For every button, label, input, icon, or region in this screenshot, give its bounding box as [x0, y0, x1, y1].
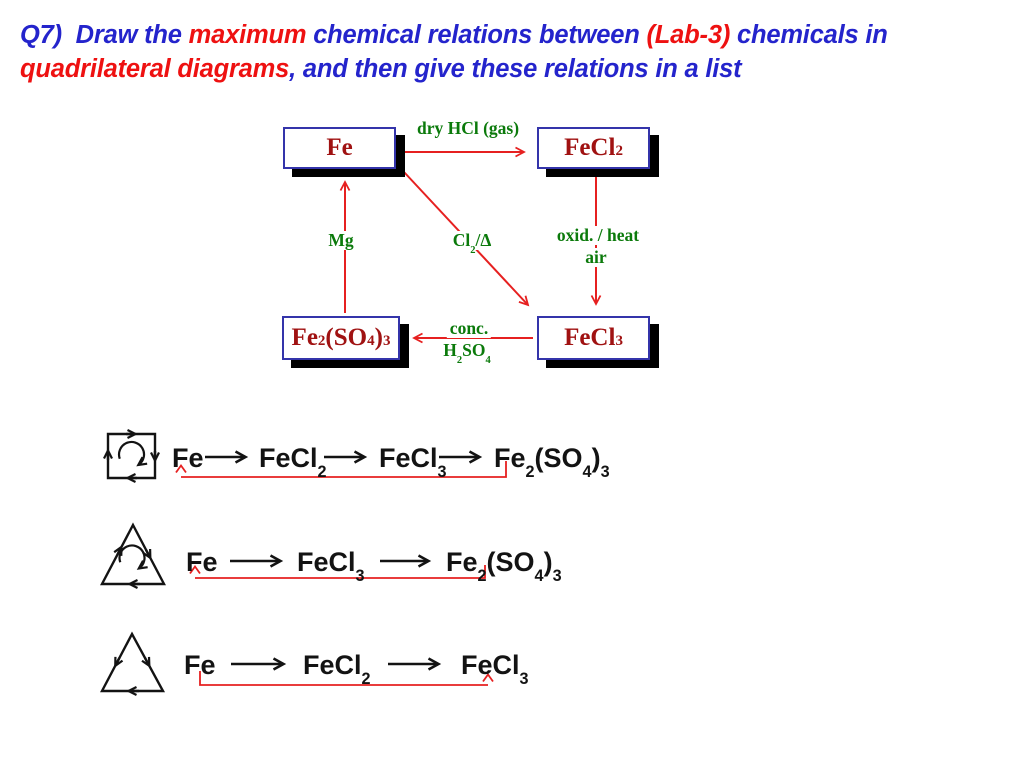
slide-title-line-2: quadrilateral diagrams, and then give th… — [20, 55, 742, 83]
chem-formula: FeCl2 — [259, 443, 327, 481]
edge-label-h2so4: H2SO4 — [440, 340, 494, 366]
triangle-plain-icon — [100, 631, 166, 696]
right-arrow-icon — [439, 450, 483, 464]
chem-formula: FeCl3 — [461, 650, 529, 688]
chem-formula: Fe — [172, 443, 204, 473]
edge-label-dry-hcl: dry HCl (gas) — [413, 118, 523, 139]
chem-formula: FeCl2 — [303, 650, 371, 688]
square-cycle-icon — [103, 429, 160, 483]
right-arrow-icon — [205, 450, 249, 464]
edge-label-mg: Mg — [325, 230, 357, 251]
right-arrow-icon — [388, 657, 442, 671]
chem-formula: Fe — [184, 650, 216, 680]
node-fe: Fe — [283, 127, 396, 169]
chem-formula: Fe2(SO4)3 — [446, 547, 562, 585]
chem-formula: Fe2(SO4)3 — [494, 443, 610, 481]
edge-label-conc: conc. — [446, 318, 492, 339]
slide-title-line-1: Q7) Draw the maximum chemical relations … — [20, 21, 888, 49]
right-arrow-icon — [380, 554, 432, 568]
triangle-cycle-icon — [100, 522, 166, 589]
right-arrow-icon — [231, 657, 287, 671]
right-arrow-icon — [230, 554, 284, 568]
edge-label-air: air — [582, 247, 610, 268]
edge-label-oxid-heat: oxid. / heat — [553, 225, 643, 246]
edge-label-cl2-delta: Cl2/Δ — [449, 230, 495, 256]
right-arrow-icon — [324, 450, 368, 464]
chem-formula: Fe — [186, 547, 218, 577]
chem-formula: FeCl3 — [297, 547, 365, 585]
chem-formula: FeCl3 — [379, 443, 447, 481]
